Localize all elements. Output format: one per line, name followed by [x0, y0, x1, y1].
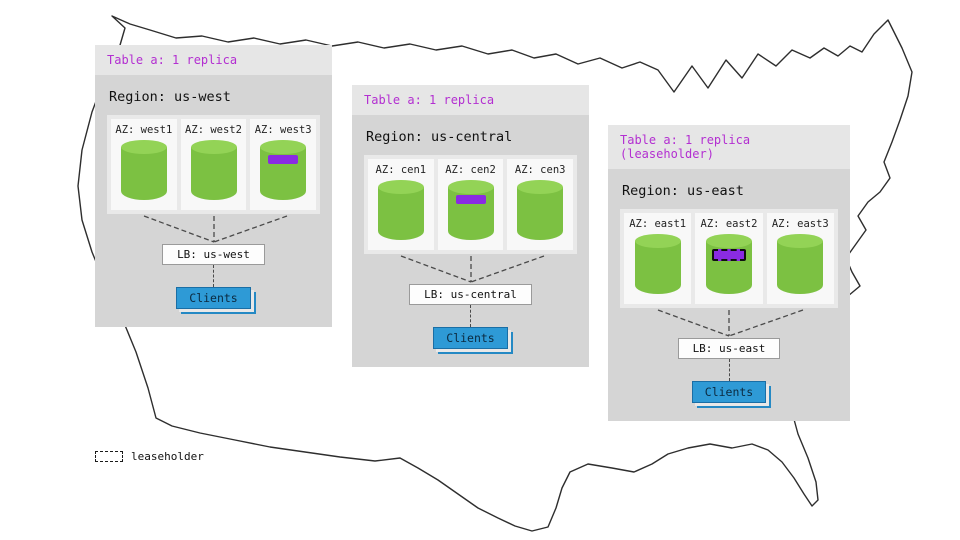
region-title: Region: us-east [622, 183, 744, 199]
cylinder-top [447, 180, 494, 194]
database-cylinder [447, 180, 494, 240]
cylinder-body [377, 187, 424, 240]
cylinder-body [777, 241, 824, 294]
load-balancer: LB: us-east [677, 338, 781, 359]
lb-clients-connector [213, 265, 214, 287]
legend-label: leaseholder [131, 450, 204, 463]
clients-label: Clients [446, 331, 495, 345]
load-balancer: LB: us-west [162, 244, 265, 265]
az-container: AZ: east1 AZ: east2 AZ: east3 [620, 209, 838, 308]
az-label: AZ: east2 [700, 218, 758, 230]
load-balancer: LB: us-central [409, 284, 532, 305]
region-panel-us-central: Table a: 1 replica Region: us-central AZ… [352, 85, 589, 367]
cylinder-top [777, 234, 824, 248]
cylinder-body [190, 147, 237, 200]
database-cylinder [260, 140, 307, 200]
region-panel-body: Region: us-east AZ: east1 AZ: east2 [608, 169, 850, 421]
az-box-cen3: AZ: cen3 [507, 159, 574, 250]
clients-box: Clients [176, 287, 251, 309]
region-panel-us-east: Table a: 1 replica (leaseholder) Region:… [608, 125, 850, 421]
table-replica-header: Table a: 1 replica [352, 85, 589, 115]
az-label: AZ: cen1 [375, 164, 427, 176]
az-box-east2: AZ: east2 [695, 213, 763, 304]
table-replica-label: Table a: 1 replica [107, 53, 238, 67]
az-label: AZ: west3 [254, 124, 312, 136]
database-cylinder [634, 234, 681, 294]
database-cylinder [377, 180, 424, 240]
az-box-west3: AZ: west3 [250, 119, 317, 210]
az-container: AZ: cen1 AZ: cen2 AZ: cen3 [364, 155, 577, 254]
az-box-east3: AZ: east3 [766, 213, 834, 304]
connector-lines [657, 309, 804, 337]
cylinder-top [634, 234, 681, 248]
replica-patch [268, 155, 299, 164]
cylinder-top [705, 234, 752, 248]
az-label: AZ: west1 [115, 124, 173, 136]
database-cylinder [777, 234, 824, 294]
table-replica-label: Table a: 1 replica [364, 93, 495, 107]
database-cylinder [190, 140, 237, 200]
clients-box: Clients [433, 327, 508, 349]
az-box-cen1: AZ: cen1 [368, 159, 434, 250]
region-panel-body: Region: us-west AZ: west1 AZ: west2 [95, 75, 332, 327]
cylinder-top [517, 180, 564, 194]
az-label: AZ: cen3 [514, 164, 566, 176]
cylinder-top [120, 140, 167, 154]
table-replica-header: Table a: 1 replica (leaseholder) [608, 125, 850, 169]
table-replica-label: Table a: 1 replica (leaseholder) [620, 133, 751, 161]
az-label: AZ: east1 [629, 218, 687, 230]
cylinder-top [377, 180, 424, 194]
az-box-west2: AZ: west2 [180, 119, 247, 210]
connector-lines [400, 255, 545, 283]
leaseholder-swatch-icon [95, 451, 123, 462]
cylinder-body [517, 187, 564, 240]
database-cylinder [705, 234, 752, 294]
lb-clients-connector [470, 305, 471, 327]
table-replica-header: Table a: 1 replica [95, 45, 332, 75]
cylinder-top [190, 140, 237, 154]
az-box-east1: AZ: east1 [624, 213, 692, 304]
region-panel-body: Region: us-central AZ: cen1 AZ: cen2 [352, 115, 589, 367]
az-box-west1: AZ: west1 [111, 119, 177, 210]
az-container: AZ: west1 AZ: west2 AZ: west3 [107, 115, 320, 214]
replica-patch [455, 195, 486, 204]
az-label: AZ: west2 [185, 124, 242, 136]
region-panel-us-west: Table a: 1 replica Region: us-west AZ: w… [95, 45, 332, 327]
region-title: Region: us-central [366, 129, 513, 145]
az-label: AZ: cen2 [445, 164, 496, 176]
connector-lines [143, 215, 288, 243]
region-title: Region: us-west [109, 89, 231, 105]
database-cylinder [517, 180, 564, 240]
cylinder-body [634, 241, 681, 294]
legend: leaseholder [95, 450, 204, 463]
clients-box: Clients [691, 381, 767, 403]
az-box-cen2: AZ: cen2 [437, 159, 504, 250]
clients-label: Clients [189, 291, 238, 305]
lb-clients-connector [728, 359, 730, 381]
cylinder-top [260, 140, 307, 154]
leaseholder-replica-patch [711, 249, 746, 261]
az-label: AZ: east3 [771, 218, 829, 230]
clients-label: Clients [704, 385, 754, 399]
cylinder-body [120, 147, 167, 200]
database-cylinder [120, 140, 167, 200]
